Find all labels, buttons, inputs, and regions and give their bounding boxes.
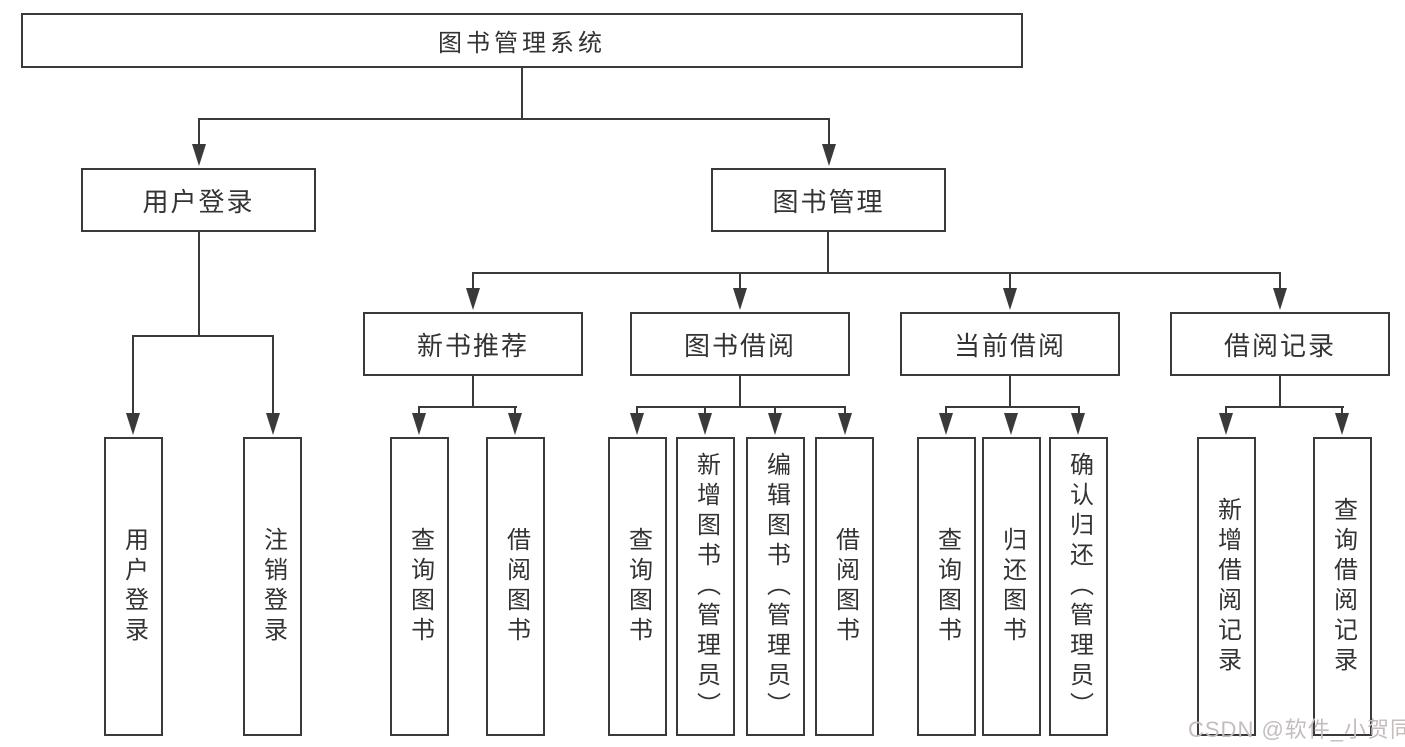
connector-line: [1279, 272, 1281, 291]
watermark: CSDN @软件_小贺同学: [1188, 717, 1405, 742]
node-leaf-query-borrow-record: 查询借阅记录: [1313, 437, 1372, 736]
connector-line: [1341, 406, 1343, 416]
node-leaf-return-book: 归还图书: [982, 437, 1041, 736]
connector-line: [828, 118, 830, 148]
node-user-login: 用户登录: [81, 168, 316, 232]
node-label: 查询图书: [406, 526, 434, 647]
arrowhead-down-icon: [939, 413, 953, 435]
connector-line: [418, 406, 420, 416]
arrowhead-down-icon: [266, 413, 280, 435]
arrowhead-down-icon: [126, 413, 140, 435]
node-label: 查询图书: [624, 526, 652, 647]
node-label: 新书推荐: [416, 330, 529, 361]
connector-line: [198, 232, 200, 337]
node-label: 归还图书: [998, 526, 1026, 647]
node-leaf-add-borrow-record: 新增借阅记录: [1197, 437, 1256, 736]
node-leaf-logout: 注销登录: [243, 437, 302, 736]
node-label: 图书管理: [772, 186, 885, 217]
node-new-book-recommend: 新书推荐: [363, 312, 583, 376]
connector-line: [1009, 376, 1011, 408]
connector-line: [1225, 406, 1227, 416]
connector-line: [636, 406, 846, 408]
node-leaf-query-book-recommend: 查询图书: [390, 437, 449, 736]
node-book-management: 图书管理: [711, 168, 946, 232]
arrowhead-down-icon: [412, 413, 426, 435]
node-root: 图书管理系统: [21, 13, 1023, 68]
node-label: 确认归还（管理员）: [1065, 451, 1093, 722]
connector-line: [272, 335, 274, 415]
connector-line: [827, 232, 829, 273]
connector-line: [774, 406, 776, 416]
connector-line: [704, 406, 706, 416]
connector-line: [739, 272, 741, 291]
node-leaf-add-book-admin: 新增图书（管理员）: [676, 437, 735, 736]
connector-line: [1078, 406, 1080, 416]
arrowhead-down-icon: [192, 144, 206, 166]
node-label: 新增借阅记录: [1213, 496, 1241, 677]
arrowhead-down-icon: [1335, 413, 1349, 435]
arrowhead-down-icon: [1273, 288, 1287, 310]
node-label: 图书管理系统: [438, 30, 606, 57]
node-label: 当前借阅: [953, 330, 1066, 361]
connector-line: [472, 272, 474, 291]
connector-line: [472, 376, 474, 408]
connector-line: [418, 406, 517, 408]
arrowhead-down-icon: [1003, 288, 1017, 310]
connector-line: [945, 406, 947, 416]
connector-line: [514, 406, 516, 416]
node-label: 新增图书（管理员）: [692, 451, 720, 722]
connector-line: [198, 118, 830, 120]
node-leaf-confirm-return-admin: 确认归还（管理员）: [1049, 437, 1108, 736]
node-label: 借阅图书: [831, 526, 859, 647]
arrowhead-down-icon: [466, 288, 480, 310]
node-leaf-borrow-book: 借阅图书: [815, 437, 874, 736]
node-label: 借阅记录: [1223, 330, 1336, 361]
arrowhead-down-icon: [822, 144, 836, 166]
arrowhead-down-icon: [1219, 413, 1233, 435]
connector-line: [132, 335, 274, 337]
arrowhead-down-icon: [698, 413, 712, 435]
node-label: 借阅图书: [502, 526, 530, 647]
arrowhead-down-icon: [508, 413, 522, 435]
arrowhead-down-icon: [733, 288, 747, 310]
node-label: 查询借阅记录: [1329, 496, 1357, 677]
node-borrow-record: 借阅记录: [1170, 312, 1390, 376]
connector-line: [472, 272, 1281, 274]
arrowhead-down-icon: [630, 413, 644, 435]
connector-line: [1279, 376, 1281, 408]
node-book-borrow: 图书借阅: [630, 312, 850, 376]
arrowhead-down-icon: [768, 413, 782, 435]
node-label: 用户登录: [120, 526, 148, 647]
node-leaf-user-login: 用户登录: [104, 437, 163, 736]
connector-line: [945, 406, 1080, 408]
node-label: 注销登录: [259, 526, 287, 647]
arrowhead-down-icon: [838, 413, 852, 435]
node-leaf-edit-book-admin: 编辑图书（管理员）: [746, 437, 805, 736]
connector-line: [1225, 406, 1344, 408]
arrowhead-down-icon: [1071, 413, 1085, 435]
node-label: 用户登录: [142, 186, 255, 217]
connector-line: [132, 335, 134, 415]
connector-line: [739, 376, 741, 408]
node-label: 图书借阅: [683, 330, 796, 361]
node-label: 查询图书: [933, 526, 961, 647]
node-leaf-query-book-current: 查询图书: [917, 437, 976, 736]
connector-line: [1009, 272, 1011, 291]
arrowhead-down-icon: [1004, 413, 1018, 435]
connector-line: [844, 406, 846, 416]
connector-line: [198, 118, 200, 148]
node-label: 编辑图书（管理员）: [762, 451, 790, 722]
node-current-borrow: 当前借阅: [900, 312, 1120, 376]
connector-line: [521, 68, 523, 119]
node-leaf-query-book-borrow: 查询图书: [608, 437, 667, 736]
node-leaf-borrow-book-recommend: 借阅图书: [486, 437, 545, 736]
connector-line: [636, 406, 638, 416]
